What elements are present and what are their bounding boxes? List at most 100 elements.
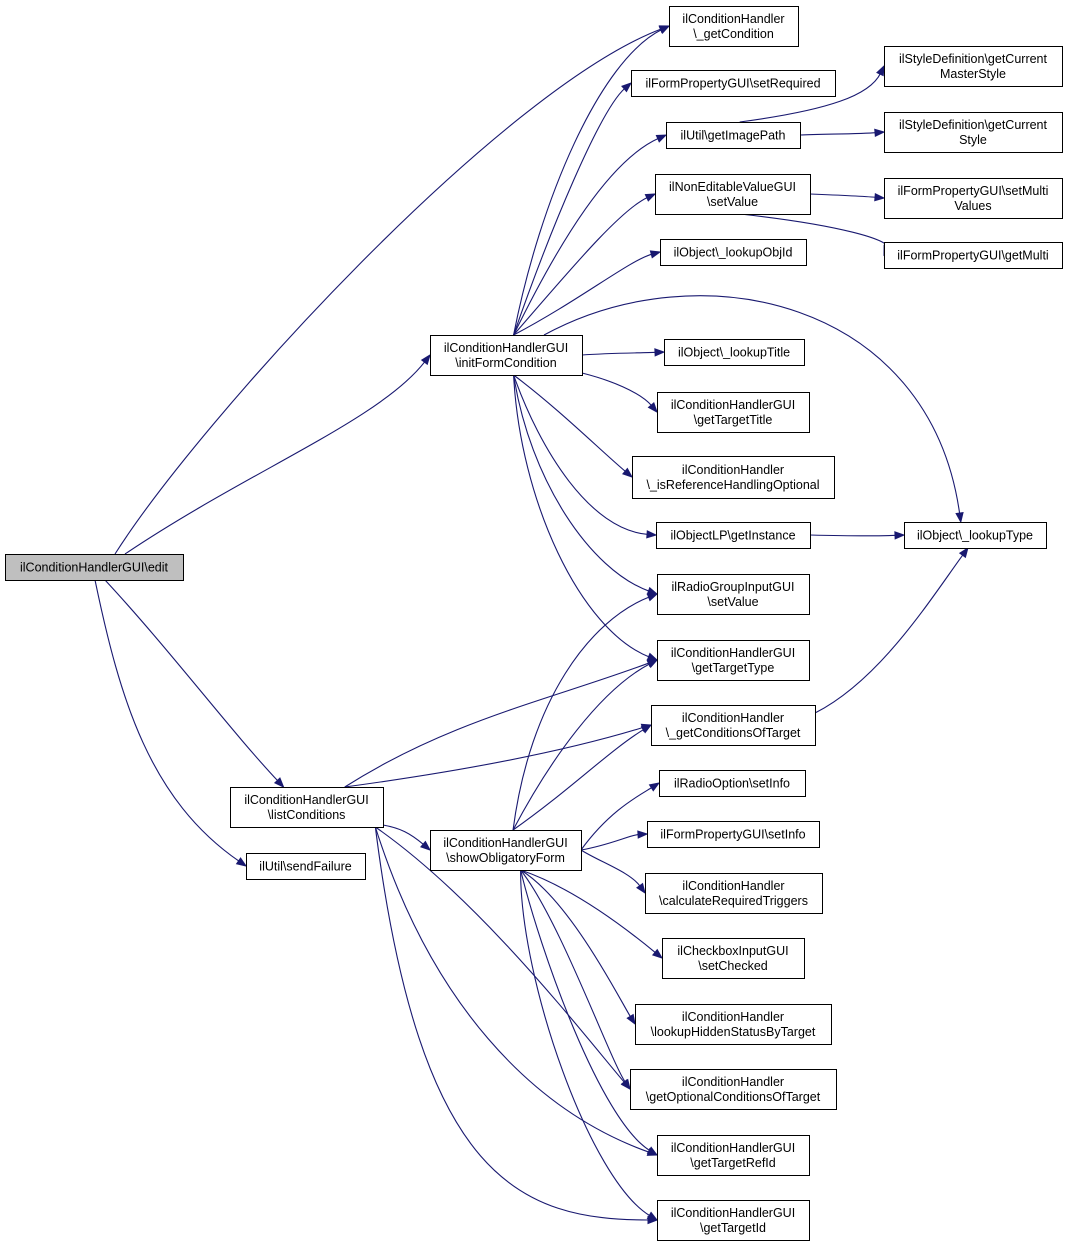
node-label-line: ilConditionHandlerGUI <box>244 793 368 807</box>
edge-initForm-to-lookupType <box>543 295 964 524</box>
node-label-line: ilObject\_lookupObjId <box>674 246 793 260</box>
node-label-line: \lookupHiddenStatusByTarget <box>651 1025 816 1039</box>
edge-initForm-to-getTargetTitle <box>581 372 658 414</box>
edge-line <box>520 869 632 1018</box>
edge-line <box>513 374 627 473</box>
edge-line <box>513 87 626 336</box>
arrowhead-icon <box>640 724 653 734</box>
edge-getImagePath-to-getCurMaster <box>739 64 885 123</box>
arrowhead-icon <box>958 546 969 559</box>
edge-initForm-to-lpInstance <box>513 374 658 539</box>
arrowhead-icon <box>646 593 659 602</box>
edge-line <box>512 663 651 831</box>
node-lpInstance[interactable]: ilObjectLP\getInstance <box>656 522 811 549</box>
edge-line <box>382 824 425 846</box>
node-label-line: ilStyleDefinition\getCurrent <box>899 52 1048 66</box>
node-getTargetType[interactable]: ilConditionHandlerGUI\getTargetType <box>657 640 810 681</box>
node-label-line: ilObject\_lookupType <box>917 529 1033 543</box>
node-label-line: ilConditionHandlerGUI <box>671 1141 795 1155</box>
node-label-line: ilConditionHandler <box>682 463 784 477</box>
arrowhead-icon <box>651 948 664 959</box>
node-getTargetRefId[interactable]: ilConditionHandlerGUI\getTargetRefId <box>657 1135 810 1176</box>
node-listCond[interactable]: ilConditionHandlerGUI\listConditions <box>230 787 384 828</box>
node-lookupHidden[interactable]: ilConditionHandler\lookupHiddenStatusByT… <box>635 1004 832 1045</box>
node-label-line: \calculateRequiredTriggers <box>659 894 808 908</box>
node-isRefOpt[interactable]: ilConditionHandler\_isReferenceHandlingO… <box>632 456 835 499</box>
arrowhead-icon <box>655 134 668 143</box>
edge-initForm-to-lookupObjId <box>513 250 662 336</box>
node-fpSetInfo[interactable]: ilFormPropertyGUI\setInfo <box>647 821 820 848</box>
node-getCondOfTarget[interactable]: ilConditionHandler\_getConditionsOfTarge… <box>651 705 816 746</box>
arrowhead-icon <box>621 82 633 93</box>
node-box <box>5 554 184 581</box>
edge-line <box>124 361 426 555</box>
node-getTargetTitle[interactable]: ilConditionHandlerGUI\getTargetTitle <box>657 392 810 433</box>
edge-edit-to-sendFailure <box>94 579 248 867</box>
node-box <box>657 1135 810 1176</box>
node-calcReq[interactable]: ilConditionHandler\calculateRequiredTrig… <box>645 873 823 914</box>
edge-line <box>94 579 240 862</box>
edge-line <box>344 662 650 788</box>
node-box <box>657 1200 810 1241</box>
edge-showOblig-to-cbSetChecked <box>520 869 664 959</box>
node-getImagePath[interactable]: ilUtil\getImagePath <box>666 122 801 149</box>
node-box <box>647 821 820 848</box>
edge-initForm-to-lookupTitle <box>581 348 666 357</box>
node-lookupType[interactable]: ilObject\_lookupType <box>904 522 1047 549</box>
arrowhead-icon <box>420 840 432 851</box>
node-box <box>659 770 806 797</box>
node-getTargetId[interactable]: ilConditionHandlerGUI\getTargetId <box>657 1200 810 1241</box>
edge-showOblig-to-lookupHidden <box>520 869 636 1026</box>
edge-showOblig-to-radioSetValue <box>512 593 659 831</box>
edge-line <box>512 596 650 831</box>
node-cbSetChecked[interactable]: ilCheckboxInputGUI\setChecked <box>662 938 805 979</box>
edge-line <box>512 728 645 831</box>
arrowhead-icon <box>648 782 661 792</box>
node-getOptCond[interactable]: ilConditionHandler\getOptionalConditions… <box>630 1069 837 1110</box>
arrowhead-icon <box>874 128 886 138</box>
arrowhead-icon <box>626 1013 636 1026</box>
edge-line <box>104 579 279 782</box>
node-radioSetValue[interactable]: ilRadioGroupInputGUI\setValue <box>657 574 810 615</box>
edge-line <box>520 869 651 1152</box>
arrowhead-icon <box>420 353 431 366</box>
node-sendFailure[interactable]: ilUtil\sendFailure <box>246 853 366 880</box>
edge-line <box>114 28 662 555</box>
edge-listCond-to-getTargetId <box>374 826 659 1225</box>
node-setRequired[interactable]: ilFormPropertyGUI\setRequired <box>631 70 836 97</box>
node-radioSetInfo[interactable]: ilRadioOption\setInfo <box>659 770 806 797</box>
edge-line <box>513 196 648 336</box>
node-nevSetValue[interactable]: ilNonEditableValueGUI\setValue <box>655 174 811 215</box>
node-box <box>230 787 384 828</box>
node-getCondition[interactable]: ilConditionHandler\_getCondition <box>669 6 799 47</box>
edge-edit-to-initForm <box>124 353 431 555</box>
node-box <box>630 1069 837 1110</box>
edge-showOblig-to-getCondOfTarget <box>512 724 653 831</box>
arrowhead-icon <box>646 1211 659 1221</box>
edge-listCond-to-getTargetRefId <box>374 826 659 1156</box>
node-label-line: ilObject\_lookupTitle <box>678 346 790 360</box>
edge-line <box>580 786 653 851</box>
arrowhead-icon <box>621 1078 631 1091</box>
node-edit[interactable]: ilConditionHandlerGUI\edit <box>5 554 184 581</box>
node-label-line: \showObligatoryForm <box>446 851 565 865</box>
edge-line <box>814 554 964 714</box>
node-label-line: ilFormPropertyGUI\setRequired <box>645 77 820 91</box>
node-box <box>884 112 1063 153</box>
node-label-line: ilConditionHandlerGUI <box>443 836 567 850</box>
node-initForm[interactable]: ilConditionHandlerGUI\initFormCondition <box>430 335 583 376</box>
node-showOblig[interactable]: ilConditionHandlerGUI\showObligatoryForm <box>430 830 582 871</box>
node-box <box>657 574 810 615</box>
node-lookupObjId[interactable]: ilObject\_lookupObjId <box>660 239 807 266</box>
node-lookupTitle[interactable]: ilObject\_lookupTitle <box>664 339 805 366</box>
node-box <box>635 1004 832 1045</box>
arrowhead-icon <box>646 530 658 539</box>
edge-line <box>513 374 650 658</box>
edge-showOblig-to-calcReq <box>580 849 646 895</box>
node-label-line: ilConditionHandlerGUI <box>671 1206 795 1220</box>
node-getMulti[interactable]: ilFormPropertyGUI\getMulti <box>884 242 1063 269</box>
